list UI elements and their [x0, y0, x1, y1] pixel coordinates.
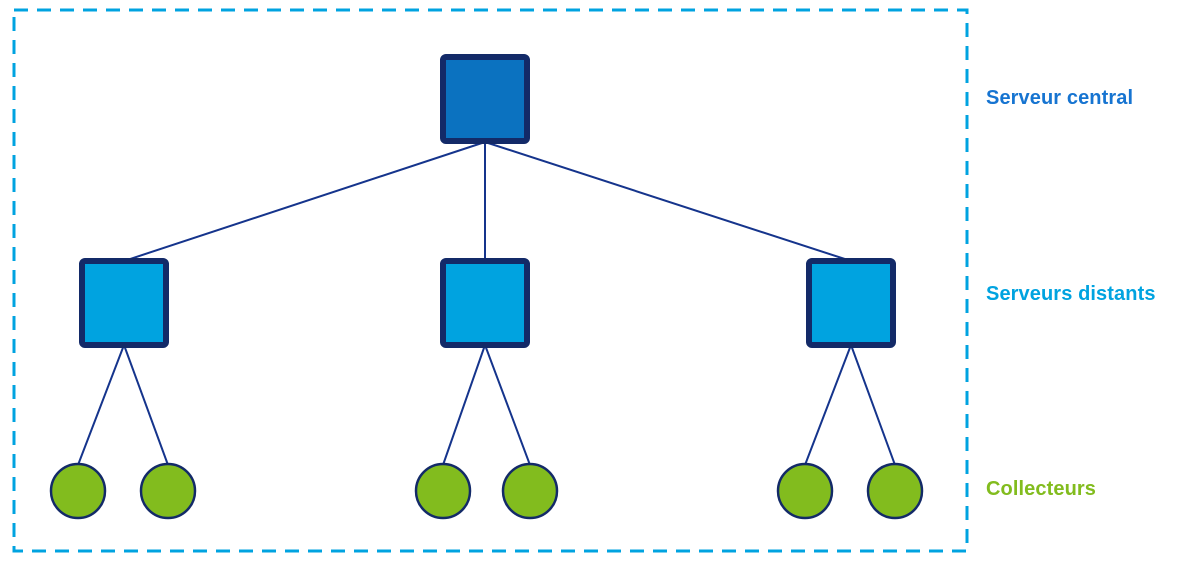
legend-label-serveurs-distants: Serveurs distants — [986, 283, 1156, 305]
remote-server-nodes-group — [79, 258, 896, 348]
central-server[interactable] — [440, 54, 530, 144]
collector-3[interactable] — [414, 462, 472, 520]
legend-label-serveur-central: Serveur central — [986, 87, 1134, 109]
collector-2[interactable] — [139, 462, 197, 520]
link-remote-2-collector-3 — [442, 344, 486, 466]
dashed-container-border — [12, 8, 969, 553]
collector-6[interactable] — [866, 462, 924, 520]
remote-server-1[interactable] — [79, 258, 169, 348]
collector-4[interactable] — [501, 462, 559, 520]
central-server-node-group — [440, 54, 530, 144]
link-remote-3-collector-6 — [850, 344, 896, 466]
remote-server-3[interactable] — [806, 258, 896, 348]
legend-label-collecteurs: Collecteurs — [986, 478, 1097, 500]
collector-nodes-group — [49, 462, 924, 520]
link-remote-3-collector-5 — [804, 344, 852, 466]
link-remote-1-collector-2 — [123, 344, 169, 466]
remote-server-2[interactable] — [440, 258, 530, 348]
link-central-remote-3 — [484, 141, 852, 262]
link-remote-1-collector-1 — [77, 344, 125, 466]
connector-links-group — [77, 141, 896, 466]
collector-5[interactable] — [776, 462, 834, 520]
link-central-remote-1 — [123, 141, 486, 262]
collector-1[interactable] — [49, 462, 107, 520]
link-remote-2-collector-4 — [484, 344, 531, 466]
